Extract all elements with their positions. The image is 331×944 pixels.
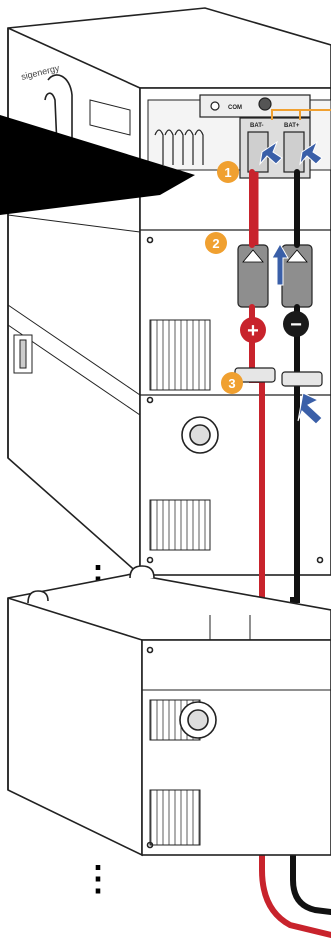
lower-battery-module <box>8 566 331 855</box>
callout-1-number: 1 <box>224 165 231 180</box>
callout-1: 1 <box>217 161 239 183</box>
callout-3: 3 <box>221 372 243 394</box>
negative-symbol: − <box>290 314 302 336</box>
side-grille <box>14 335 32 373</box>
positive-symbol: + <box>247 320 259 342</box>
negative-polarity-badge: − <box>283 311 309 337</box>
positive-polarity-badge: + <box>240 317 266 343</box>
callout-2: 2 <box>205 232 227 254</box>
callout-2-number: 2 <box>212 236 219 251</box>
continuation-mark-lower: ⋮ <box>81 860 115 898</box>
bat-right-port-label: BAT+ <box>284 123 300 129</box>
bat-left-port-label: BAT- <box>250 123 264 129</box>
com-port-label: COM <box>228 105 242 111</box>
callout-3-number: 3 <box>228 376 235 391</box>
